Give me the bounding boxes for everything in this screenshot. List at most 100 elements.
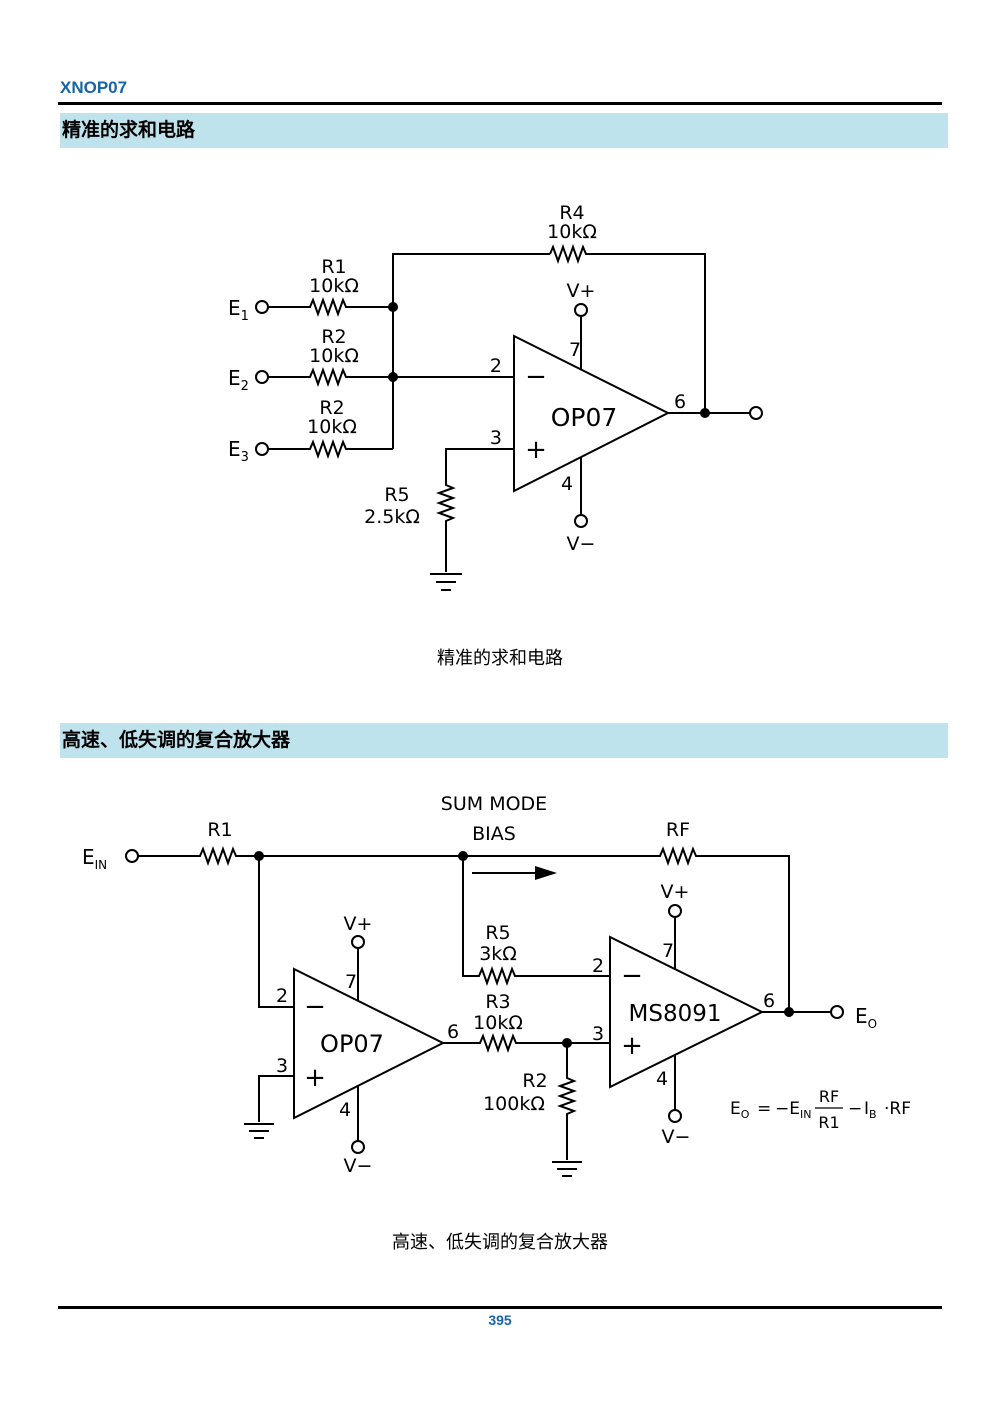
junction-node bbox=[388, 302, 398, 312]
input-ein-label: EIN bbox=[82, 845, 107, 872]
r4-label: R4 bbox=[559, 202, 584, 224]
input-e1-label: E1 bbox=[228, 296, 249, 324]
ground-symbol bbox=[552, 1161, 582, 1177]
resistor-r4 bbox=[549, 244, 706, 413]
op07-label: OP07 bbox=[320, 1030, 384, 1058]
op07-pin-4-label: 4 bbox=[339, 1099, 351, 1121]
composite-amplifier-diagram: EIN R1 RF SUM MODE BIAS 2 − + OP07 3 V+ … bbox=[82, 793, 911, 1177]
formula-ib: IB bbox=[864, 1099, 877, 1121]
ms8091-inverting-sign: − bbox=[621, 961, 643, 991]
figure-caption-summing-circuit: 精准的求和电路 bbox=[437, 648, 563, 669]
op07-vminus-terminal bbox=[351, 1140, 365, 1154]
op07-vminus-label: V− bbox=[344, 1155, 373, 1177]
op07-opamp bbox=[513, 334, 671, 493]
noninverting-sign: + bbox=[525, 435, 547, 465]
r1-value: 10kΩ bbox=[309, 275, 359, 297]
output-terminal bbox=[749, 406, 763, 420]
ground-symbol bbox=[430, 573, 462, 591]
vplus-label: V+ bbox=[567, 280, 596, 302]
pin-3-label: 3 bbox=[490, 427, 502, 449]
resistor-r5 bbox=[462, 856, 610, 986]
output-eo-label: EO bbox=[855, 1004, 877, 1031]
figure-caption-composite-amplifier: 高速、低失调的复合放大器 bbox=[392, 1232, 608, 1253]
header-rule bbox=[58, 102, 942, 105]
inverting-sign: − bbox=[525, 362, 547, 392]
formula-lhs: EO bbox=[730, 1099, 750, 1121]
r1-label: R1 bbox=[207, 819, 232, 841]
r5-label: R5 bbox=[384, 484, 409, 506]
op07-inverting-wire bbox=[258, 856, 294, 1008]
op07-noninverting-sign: + bbox=[304, 1063, 326, 1093]
ms8091-pin-7-label: 7 bbox=[662, 940, 674, 962]
formula-equals: = bbox=[757, 1099, 771, 1119]
resistor-r1 bbox=[268, 297, 393, 317]
r2a-value: 10kΩ bbox=[309, 345, 359, 367]
junction-node bbox=[784, 1007, 794, 1017]
r2-value: 100kΩ bbox=[483, 1093, 545, 1115]
rf-label: RF bbox=[666, 819, 690, 841]
junction-node bbox=[700, 408, 710, 418]
output-terminal bbox=[830, 1005, 844, 1019]
r4-value: 10kΩ bbox=[547, 221, 597, 243]
op07-pin-3-label: 3 bbox=[276, 1055, 288, 1077]
ms8091-pin-6-label: 6 bbox=[763, 990, 775, 1012]
input-e3-label: E3 bbox=[228, 437, 249, 465]
input-e1-terminal bbox=[255, 300, 269, 314]
document-title: XNOP07 bbox=[60, 78, 128, 97]
formula-rf: ·RF bbox=[884, 1099, 911, 1119]
ms8091-pin-2-label: 2 bbox=[592, 955, 604, 977]
resistor-r2a bbox=[268, 367, 393, 387]
r5-label: R5 bbox=[485, 922, 510, 944]
r2a-label: R2 bbox=[321, 326, 346, 348]
main-signal-path bbox=[138, 846, 790, 1012]
ground-symbol bbox=[244, 1123, 274, 1139]
resistor-r3 bbox=[443, 1033, 610, 1053]
pin-4-label: 4 bbox=[561, 473, 573, 495]
formula-denominator: R1 bbox=[818, 1113, 839, 1132]
ms8091-pin-4-label: 4 bbox=[656, 1068, 668, 1090]
ms8091-pin-3-label: 3 bbox=[592, 1023, 604, 1045]
op07-pin-6-label: 6 bbox=[447, 1021, 459, 1043]
vplus-terminal bbox=[574, 303, 588, 317]
op07-opamp bbox=[293, 967, 446, 1120]
ms8091-noninverting-sign: + bbox=[621, 1031, 643, 1061]
op07-vplus-label: V+ bbox=[344, 913, 373, 935]
op07-pin-7-label: 7 bbox=[345, 971, 357, 993]
bias-label: BIAS bbox=[472, 823, 516, 845]
r2b-value: 10kΩ bbox=[307, 416, 357, 438]
input-e2-terminal bbox=[255, 370, 269, 384]
resistor-r2 bbox=[557, 1043, 577, 1160]
section-title-summing-circuit: 精准的求和电路 bbox=[60, 113, 948, 148]
section-title-composite-amplifier: 高速、低失调的复合放大器 bbox=[60, 723, 948, 758]
resistor-r2b bbox=[268, 439, 393, 459]
vminus-label: V− bbox=[567, 533, 596, 555]
ms8091-label: MS8091 bbox=[629, 1001, 722, 1027]
input-e3-terminal bbox=[255, 442, 269, 456]
op07-noninverting-wire bbox=[258, 1075, 294, 1122]
pin-2-label: 2 bbox=[490, 355, 502, 377]
r5-value: 2.5kΩ bbox=[364, 506, 420, 528]
ms8091-vminus-label: V− bbox=[662, 1126, 691, 1148]
ms8091-vplus-label: V+ bbox=[661, 881, 690, 903]
pin-6-label: 6 bbox=[674, 391, 686, 413]
r2b-label: R2 bbox=[319, 397, 344, 419]
vminus-terminal bbox=[574, 514, 588, 528]
r3-label: R3 bbox=[485, 991, 510, 1013]
ms8091-vminus-terminal bbox=[668, 1109, 682, 1123]
summing-circuit-diagram: E1 R1 10kΩ E2 R2 10kΩ E3 R2 10kΩ R4 10kΩ… bbox=[228, 202, 763, 591]
op07-inverting-sign: − bbox=[304, 992, 326, 1022]
formula-numerator: RF bbox=[819, 1087, 839, 1106]
sum-mode-label: SUM MODE bbox=[441, 793, 547, 815]
ms8091-vplus-terminal bbox=[668, 904, 682, 918]
r5-value: 3kΩ bbox=[479, 943, 517, 965]
footer-rule bbox=[58, 1306, 942, 1309]
op07-vplus-terminal bbox=[351, 935, 365, 949]
formula-minus: − bbox=[848, 1099, 862, 1119]
input-ein-terminal bbox=[125, 849, 139, 863]
resistor-r5 bbox=[436, 448, 514, 572]
op07-pin-2-label: 2 bbox=[276, 985, 288, 1007]
pin-7-label: 7 bbox=[569, 339, 581, 361]
r1-label: R1 bbox=[321, 256, 346, 278]
r3-value: 10kΩ bbox=[473, 1012, 523, 1034]
opamp-label: OP07 bbox=[551, 403, 618, 432]
